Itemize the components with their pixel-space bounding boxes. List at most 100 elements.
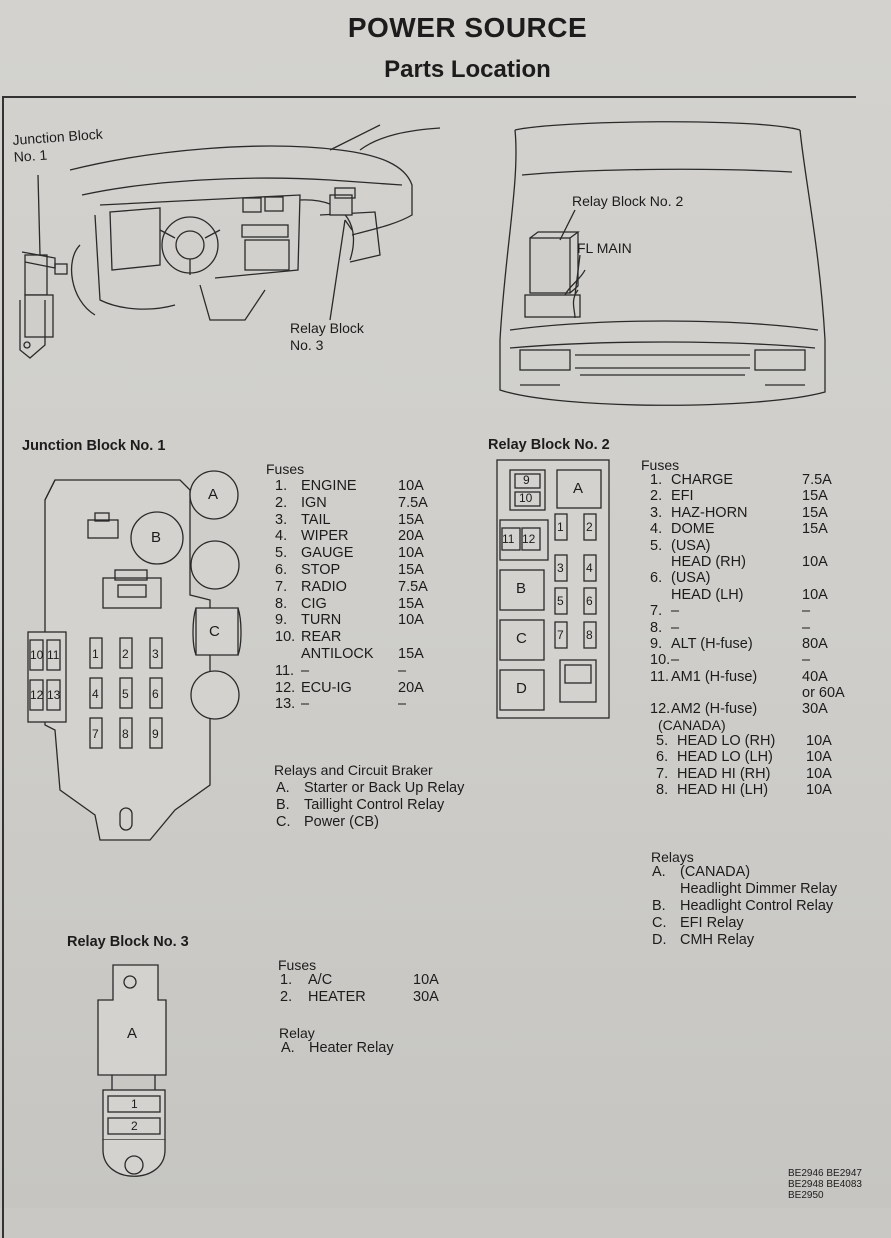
fuse-name: TAIL — [301, 511, 331, 528]
fuse-name: ALT (H-fuse) — [671, 635, 753, 652]
fuse-number: 6. — [650, 570, 663, 587]
fuse-number: 7. — [275, 578, 288, 595]
fuse-name: HEAD (LH) — [671, 586, 744, 603]
relay-name: Starter or Back Up Relay — [304, 780, 465, 796]
list-row: A.Heater Relay — [281, 1040, 441, 1057]
fuse-number: 11. — [275, 662, 295, 679]
fuse-name: A/C — [308, 972, 333, 988]
rb2-fuse-3: 3 — [557, 561, 564, 575]
fuse-amperage: 15A — [398, 595, 424, 612]
fuse-amperage: 10A — [806, 782, 832, 799]
fuse-name: – — [671, 619, 680, 636]
junction-block-title: Junction Block No. 1 — [22, 438, 166, 454]
rb3-relay-heading: Relay — [279, 1025, 315, 1041]
jb1-fuse-5: 5 — [122, 687, 129, 701]
fuse-name: – — [301, 696, 310, 713]
rb2-fuse-2: 2 — [586, 520, 593, 534]
list-row: B.Taillight Control Relay — [276, 797, 506, 814]
fuse-name: HEATER — [308, 988, 366, 1005]
fuse-number: 5. — [650, 537, 663, 554]
fuse-name: REAR — [301, 629, 342, 646]
label-junction-block-no1: Junction Block No. 1 — [12, 125, 104, 165]
rb2-relay-a-label: A — [573, 480, 584, 497]
rb2-fuse-9: 9 — [523, 473, 530, 487]
fuse-name: DOME — [671, 521, 715, 538]
rb2-fuse-8: 8 — [586, 628, 593, 642]
fuse-amperage: – — [398, 696, 407, 713]
list-row: 10.–– — [650, 652, 850, 668]
relay-letter: C. — [652, 915, 667, 931]
fuse-number: 8. — [275, 595, 288, 612]
jb1-relay-c-label: C — [209, 623, 220, 640]
leader-line-rb3 — [329, 219, 346, 321]
list-row: 3. TAIL 15A — [275, 512, 465, 529]
list-row: 6. (USA) — [650, 570, 850, 586]
fuse-amperage: 10A — [398, 612, 424, 629]
fuse-name: CHARGE — [671, 472, 734, 488]
relay-name: Headlight Dimmer Relay — [680, 881, 838, 897]
fuse-name: HEAD LO (LH) — [677, 749, 773, 766]
list-row: 9.ALT (H-fuse)80A — [650, 636, 850, 652]
relay-letter: C. — [276, 814, 291, 830]
fuse-name: – — [671, 603, 680, 620]
relay-letter: D. — [652, 932, 667, 948]
fuse-amperage: 10A — [806, 733, 832, 749]
list-row: 7.HEAD HI (RH)10A — [656, 766, 850, 782]
list-row: C.EFI Relay — [652, 915, 862, 932]
fuse-number: 3. — [275, 511, 288, 528]
fuse-amperage: 7.5A — [802, 472, 832, 488]
jb1-fuses-heading: Fuses — [266, 461, 305, 477]
fuse-name: ECU-IG — [301, 679, 352, 696]
list-row: A.Starter or Back Up Relay — [276, 780, 506, 797]
illustrations — [19, 121, 826, 1177]
fuse-amperage: 15A — [398, 511, 424, 528]
leader-line-rb2 — [559, 209, 576, 241]
list-row: 11.–– — [275, 663, 465, 680]
jb1-fuse-6: 6 — [152, 687, 159, 701]
fuse-number: 5. — [656, 733, 669, 749]
fuse-number: 1. — [280, 972, 293, 988]
relay-letter: A. — [281, 1040, 295, 1056]
list-row: 11.AM1 (H-fuse)40A — [650, 669, 850, 685]
relay-block3-title: Relay Block No. 3 — [67, 934, 189, 950]
label-relay-block-no3: Relay Block No. 3 — [290, 320, 364, 353]
rb2-fuse-5: 5 — [557, 594, 564, 608]
list-row: 10.REAR — [275, 629, 465, 646]
rb2-fuse-1: 1 — [557, 520, 564, 534]
fuse-name: ENGINE — [301, 478, 357, 494]
fuse-amperage: 10A — [398, 545, 424, 562]
relay-letter: A. — [652, 864, 666, 880]
fuse-name: (USA) — [671, 570, 711, 587]
list-row: D.CMH Relay — [652, 932, 862, 949]
fuse-amperage: 7.5A — [398, 494, 428, 511]
fuse-amperage: 10A — [806, 749, 832, 766]
page-subtitle: Parts Location — [384, 56, 551, 83]
jb1-relay-b-label: B — [151, 529, 162, 546]
fuse-amperage: – — [802, 603, 811, 620]
fuse-number: 6. — [275, 561, 288, 578]
fuse-number: 3. — [650, 504, 663, 521]
rb2-relay-b-label: B — [516, 580, 527, 597]
fuse-amperage: 40A — [802, 668, 828, 685]
fuse-number: 11. — [650, 668, 670, 685]
list-row: 12.AM2 (H-fuse)30A — [650, 701, 850, 717]
relay-block3-diagram — [97, 964, 167, 1177]
fuse-amperage: 7.5A — [398, 578, 428, 595]
fuse-amperage: – — [802, 652, 811, 669]
jb1-fuse-1: 1 — [92, 647, 99, 661]
jb1-fuse-8: 8 — [122, 727, 129, 741]
fuse-name: TURN — [301, 612, 342, 629]
junction-block-diagram — [27, 470, 242, 841]
jb1-fuse-13: 13 — [47, 688, 61, 702]
